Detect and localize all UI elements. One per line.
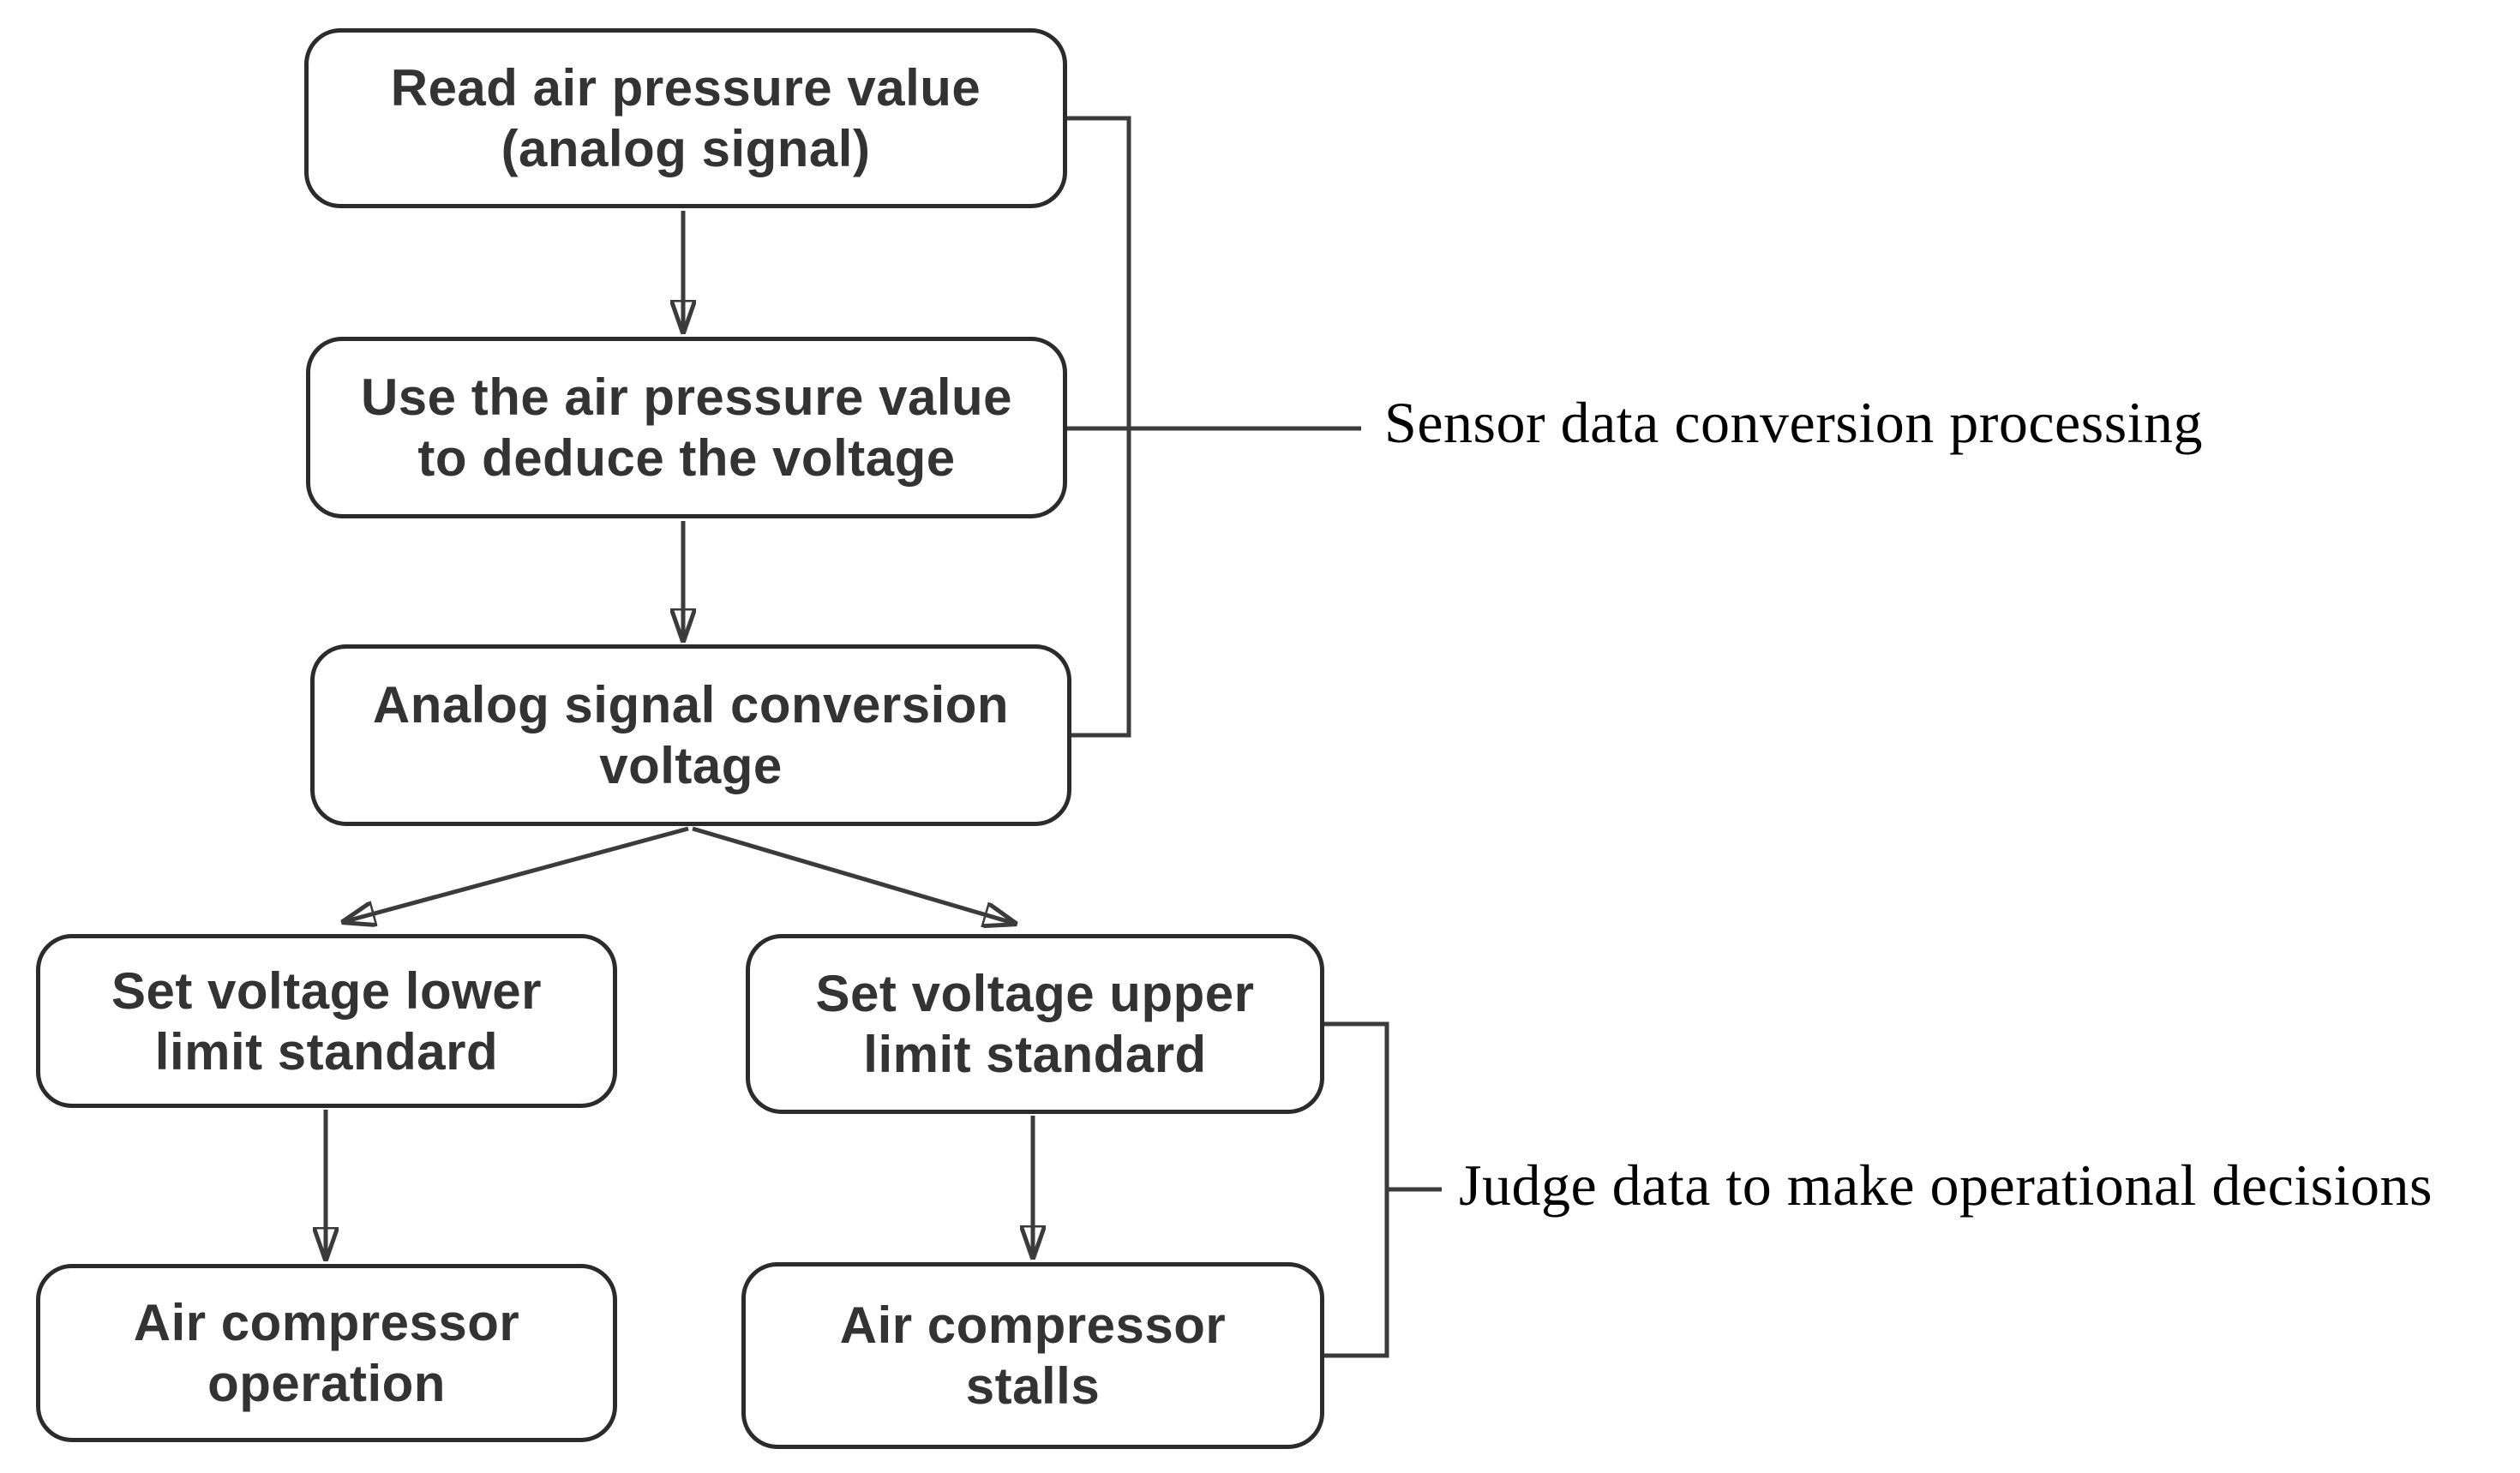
node-analog-signal-conversion: Analog signal conversion voltage <box>310 644 1071 826</box>
annotation-sensor-data-conversion-processing: Sensor data conversion processing <box>1384 390 2204 455</box>
node-air-compressor-stalls: Air compressor stalls <box>741 1262 1324 1449</box>
bracket-judge-decisions <box>1324 1021 1389 1358</box>
arrow-convert-to-lower <box>343 826 689 922</box>
node-set-voltage-upper-limit: Set voltage upper limit standard <box>746 934 1324 1114</box>
node-set-voltage-lower-limit: Set voltage lower limit standard <box>36 934 617 1108</box>
arrow-convert-to-upper <box>692 826 1016 924</box>
node-air-compressor-operation: Air compressor operation <box>36 1264 617 1442</box>
node-deduce-voltage: Use the air pressure value to deduce the… <box>306 337 1067 518</box>
annotation-judge-data-operational-decisions: Judge data to make operational decisions <box>1459 1153 2433 1218</box>
node-read-air-pressure-value: Read air pressure value (analog signal) <box>304 28 1067 208</box>
